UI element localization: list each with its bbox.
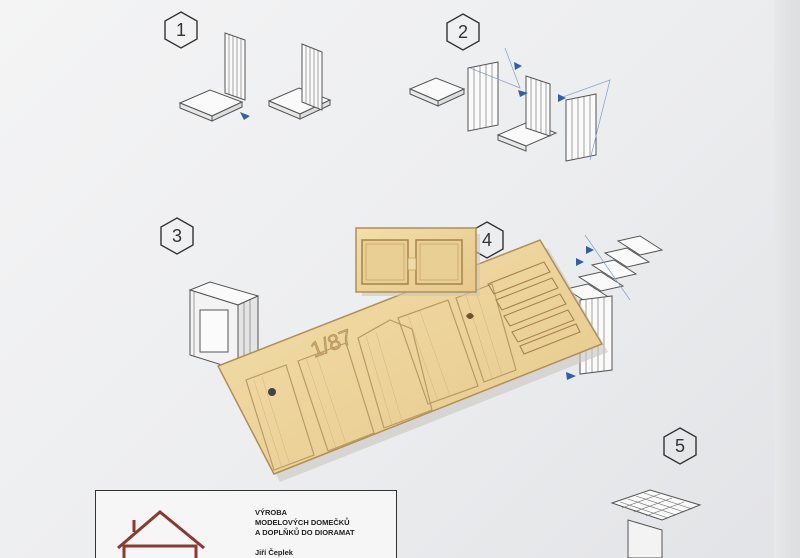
step-badge-2: 2: [443, 12, 483, 52]
company-line: A DOPLŇKŮ DO DIORAMAT: [255, 528, 355, 537]
step-badge-5: 5: [660, 426, 700, 466]
company-line: VÝROBA: [255, 508, 288, 517]
step2-bench-drawing: [408, 47, 611, 162]
window-panel-part: [355, 227, 480, 296]
step-number: 2: [457, 22, 468, 42]
step-badge-1: 1: [161, 10, 201, 50]
step3-box-drawing: [188, 281, 260, 371]
step-number: 3: [171, 226, 182, 246]
step-number: 1: [175, 20, 186, 40]
house-logo-icon: [117, 510, 205, 558]
step-number: 5: [674, 436, 685, 456]
slat-strips-part: [487, 261, 581, 355]
sheet-edge: [774, 0, 800, 558]
step5-outhouse-drawing: [610, 489, 702, 558]
company-name: VÝROBA MODELOVÝCH DOMEČKŮ A DOPLŇKŮ DO D…: [255, 508, 435, 538]
company-line: MODELOVÝCH DOMEČKŮ: [255, 518, 350, 527]
step1-bench-drawing: [178, 32, 332, 122]
step-number: 4: [481, 230, 492, 250]
author-name: Jiří Čeplek: [255, 548, 293, 557]
step-badge-3: 3: [157, 216, 197, 256]
